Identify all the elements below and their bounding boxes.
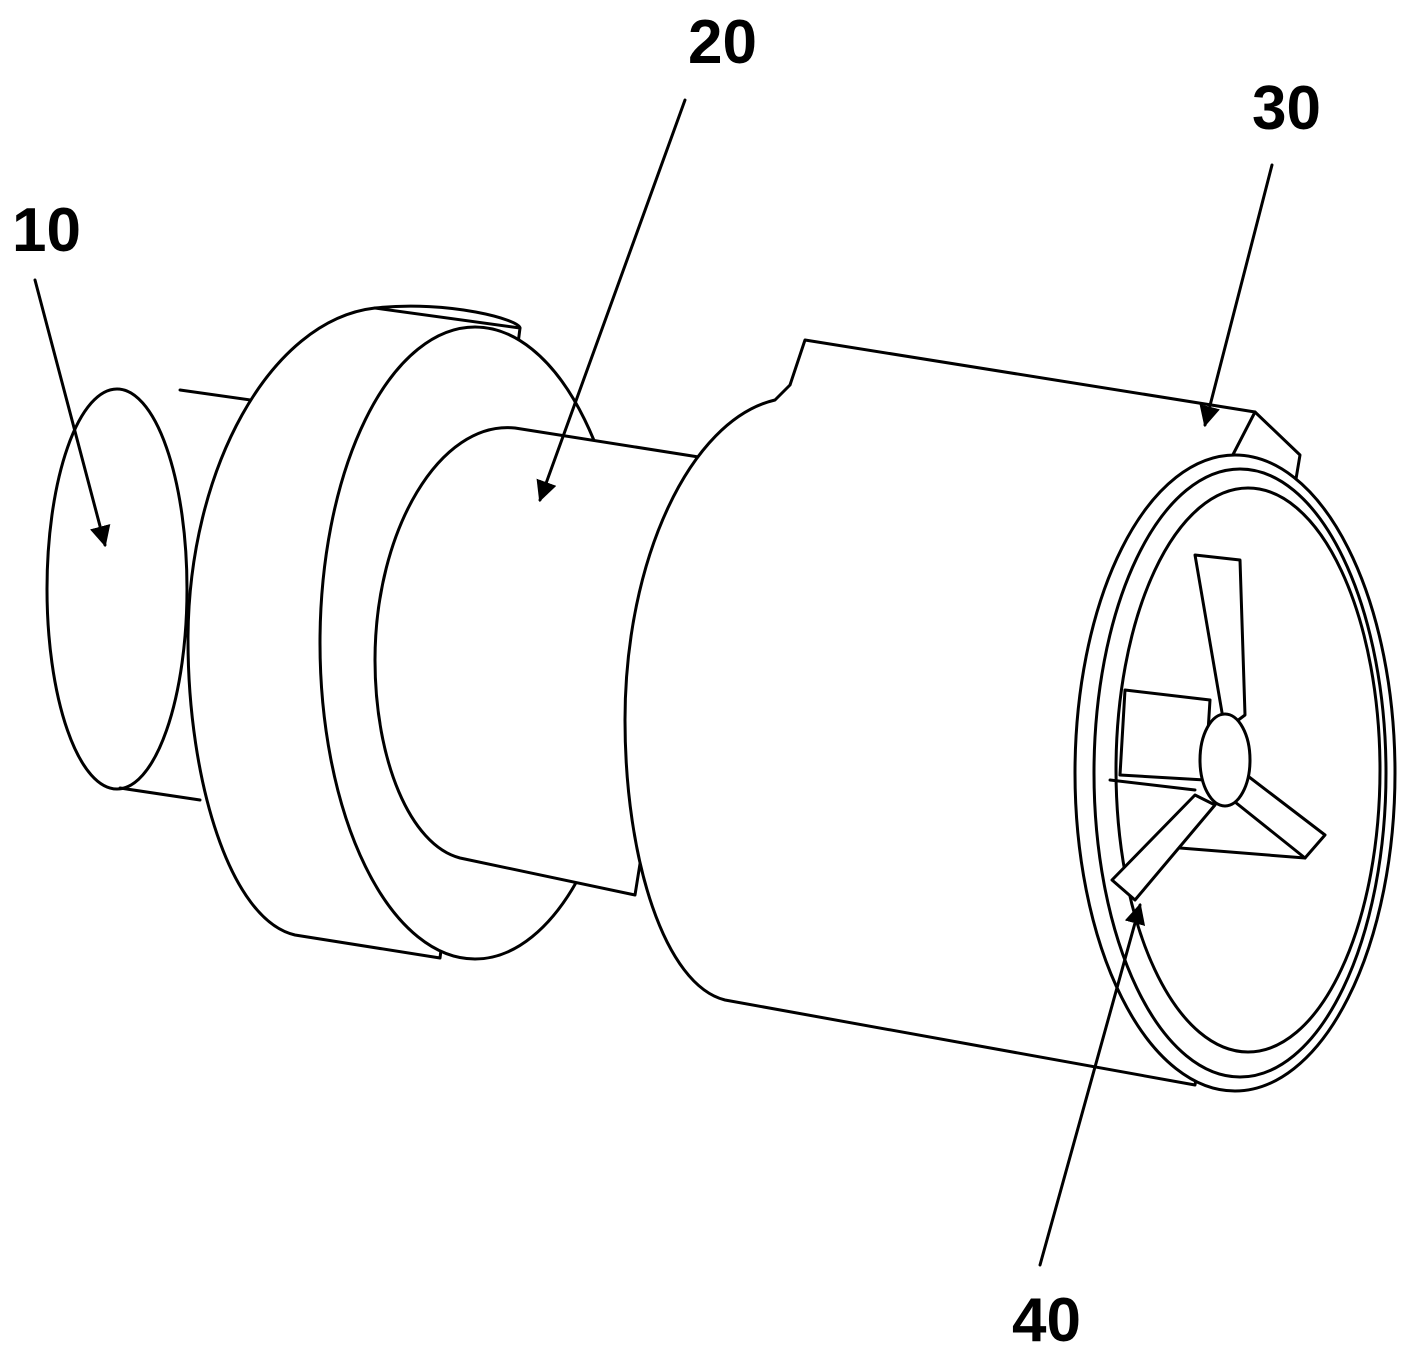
arrow-10 — [33, 278, 111, 548]
part-20-cylinder — [373, 426, 707, 897]
arrow-20 — [536, 98, 687, 502]
label-10: 10 — [12, 196, 81, 265]
label-20: 20 — [688, 8, 757, 77]
arrow-40 — [1038, 902, 1146, 1267]
label-40: 40 — [1012, 1286, 1081, 1355]
label-30: 30 — [1252, 74, 1321, 143]
arrow-30 — [1199, 163, 1274, 428]
part-40-fan — [1108, 553, 1327, 902]
